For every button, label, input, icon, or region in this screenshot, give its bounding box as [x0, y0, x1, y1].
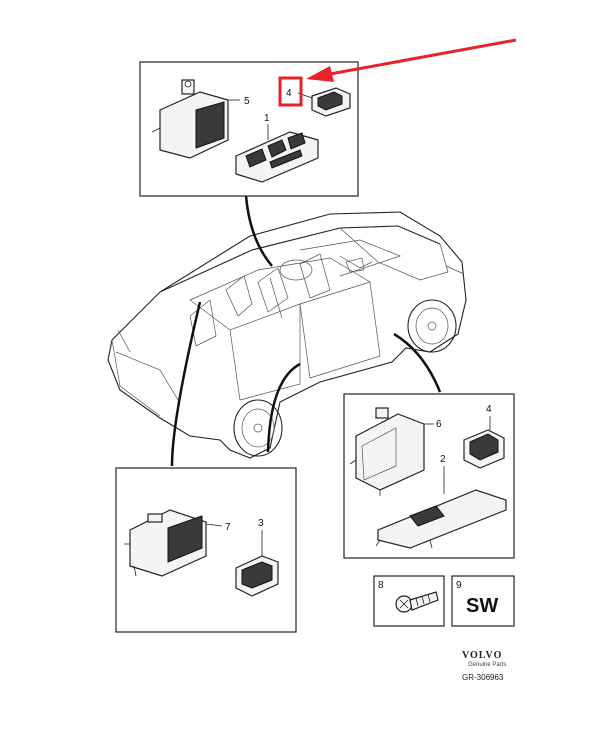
module-part-7: [124, 509, 207, 577]
callout-5: 5: [244, 96, 250, 107]
callout-9: 9: [456, 580, 462, 591]
brand-name: VOLVO: [462, 650, 502, 661]
window-switch-part-1: [235, 131, 319, 183]
module-part-6: [349, 407, 425, 496]
part-9-sw-label: SW: [466, 595, 498, 617]
brand-tagline: Genuine Parts: [468, 662, 506, 668]
leader-left-2: [266, 362, 301, 453]
callout-4-right: 4: [486, 404, 492, 415]
door-switch-part-2: [375, 489, 507, 549]
leader-top: [244, 195, 273, 267]
car-outline: [107, 211, 467, 459]
callout-4-top: 4: [286, 88, 292, 99]
module-part-5: [151, 79, 240, 159]
screw-icon: [395, 591, 439, 613]
brand-block: VOLVO Genuine Parts GR-306963: [462, 650, 506, 682]
callout-8: 8: [378, 580, 384, 591]
switch-part-4-top: [311, 87, 351, 117]
callout-3: 3: [258, 518, 264, 529]
switch-part-4-right: [463, 429, 505, 469]
inset-right: 6 4 2: [343, 393, 515, 559]
inset-bottom-left: 7 3: [115, 467, 297, 633]
highlight-box: [278, 76, 303, 107]
box-part-9: 9 SW: [451, 575, 515, 627]
inset-top: 5 1 4: [139, 61, 359, 197]
callout-6: 6: [436, 419, 442, 430]
leader-right: [393, 332, 442, 393]
box-part-8: 8: [373, 575, 445, 627]
callout-2: 2: [440, 454, 446, 465]
callout-7: 7: [225, 522, 231, 533]
diagram-ref: GR-306963: [462, 673, 504, 682]
leader-left: [170, 301, 202, 467]
red-arrow: [306, 38, 517, 82]
callout-1: 1: [264, 113, 270, 124]
